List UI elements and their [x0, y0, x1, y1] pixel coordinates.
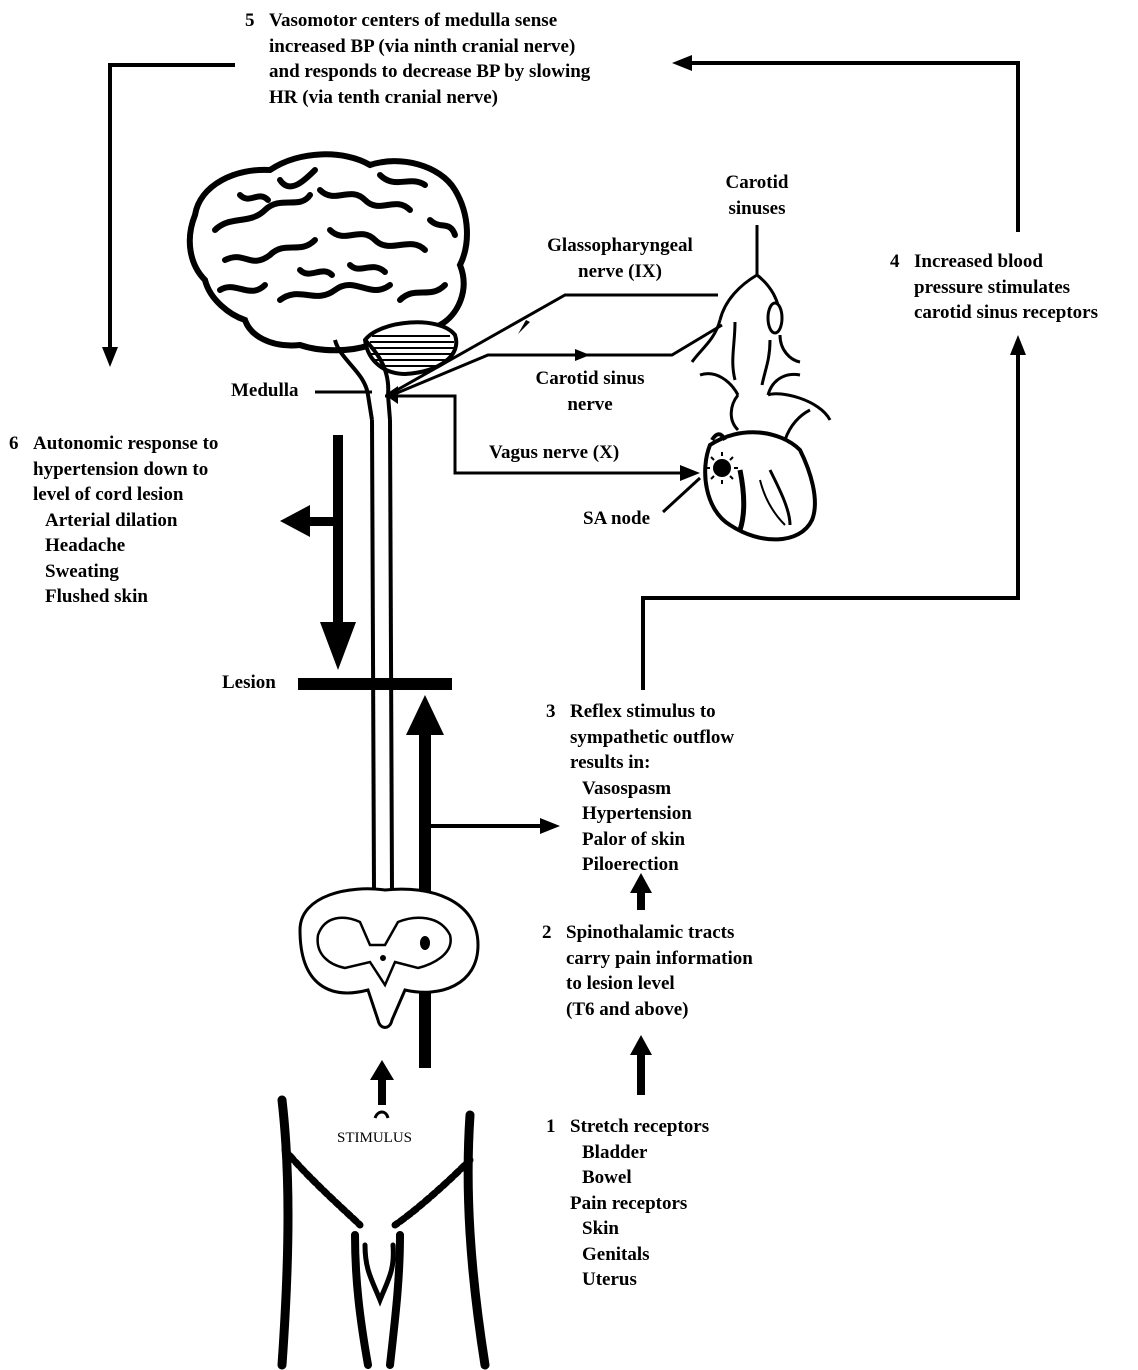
step-4-line-3: carotid sinus receptors: [890, 300, 1098, 326]
step-5-number: 5: [245, 8, 269, 34]
arrow-2-to-3: [630, 873, 652, 910]
step-1-item-genitals: Genitals: [546, 1242, 709, 1268]
step-1-number: 1: [546, 1114, 570, 1140]
step-1-stretch-receptors: Stretch receptors: [570, 1116, 709, 1137]
step-1-item-skin: Skin: [546, 1216, 709, 1242]
stimulus-label: STIMULUS: [337, 1129, 412, 1147]
ascending-arrow: [406, 695, 560, 1068]
loop-arrow-3-to-4: [643, 352, 1018, 690]
lesion-bar: [298, 678, 452, 690]
step-4-line-1: Increased blood: [914, 251, 1043, 272]
step-6-line-3: level of cord lesion: [9, 482, 218, 508]
spinal-cord-lines: [372, 420, 392, 890]
step-3-item-4: Piloerection: [546, 852, 734, 878]
step-6-item-3: Sweating: [9, 559, 218, 585]
glossopharyngeal-label-line-1: Glassopharyngeal: [520, 233, 720, 259]
step-1-item-uterus: Uterus: [546, 1267, 709, 1293]
step-3-item-3: Palor of skin: [546, 827, 734, 853]
step-5-line-4: HR (via tenth cranial nerve): [245, 85, 590, 111]
stimulus-arrow: [370, 1060, 394, 1118]
step-1-item-bladder: Bladder: [546, 1140, 709, 1166]
step-6-item-1: Arterial dilation: [9, 508, 218, 534]
medulla-label: Medulla: [231, 378, 299, 404]
carotid-sinus-nerve-label-line-2: nerve: [510, 392, 670, 418]
lesion-label: Lesion: [222, 670, 276, 696]
sa-node-label: SA node: [583, 506, 650, 532]
step-3-line-1: Reflex stimulus to: [570, 701, 716, 722]
descending-arrow: [280, 435, 356, 670]
carotid-sinuses-label-line-1: Carotid: [712, 170, 802, 196]
step-2-line-2: carry pain information: [542, 946, 753, 972]
step-3-item-2: Hypertension: [546, 801, 734, 827]
carotid-sinuses-label-line-2: sinuses: [712, 196, 802, 222]
step-4-line-2: pressure stimulates: [890, 275, 1098, 301]
step-4-number: 4: [890, 249, 914, 275]
step-6-number: 6: [9, 431, 33, 457]
glossopharyngeal-label: Glassopharyngeal nerve (IX): [520, 233, 720, 284]
vagus-nerve-label: Vagus nerve (X): [489, 440, 619, 466]
spinal-cord-cross-section: [300, 889, 478, 1028]
step-3-item-1: Vasospasm: [546, 776, 734, 802]
step-3-line-3: results in:: [546, 750, 734, 776]
carotid-sinus-nerve-label-line-1: Carotid sinus: [510, 366, 670, 392]
step-5-line-1: Vasomotor centers of medulla sense: [269, 10, 557, 31]
step-6-item-4: Flushed skin: [9, 584, 218, 610]
carotid-sinus-nerve-label: Carotid sinus nerve: [510, 366, 670, 417]
step-3-number: 3: [546, 699, 570, 725]
step-3-line-2: sympathetic outflow: [546, 725, 734, 751]
sa-node-pointer: [663, 478, 700, 512]
step-1-pain-receptors: Pain receptors: [546, 1191, 709, 1217]
step-2-line-3: to lesion level: [542, 971, 753, 997]
step-6-item-2: Headache: [9, 533, 218, 559]
step-2-number: 2: [542, 920, 566, 946]
step-2-line-1: Spinothalamic tracts: [566, 922, 734, 943]
glossopharyngeal-label-line-2: nerve (IX): [520, 259, 720, 285]
carotid-sinuses-label: Carotid sinuses: [712, 170, 802, 221]
step-1-item-bowel: Bowel: [546, 1165, 709, 1191]
step-2-line-4: (T6 and above): [542, 997, 753, 1023]
step-6-line-1: Autonomic response to: [33, 433, 218, 454]
arrow-1-to-2: [630, 1035, 652, 1095]
step-5-line-3: and responds to decrease BP by slowing: [245, 59, 590, 85]
step-5-line-2: increased BP (via ninth cranial nerve): [245, 34, 590, 60]
step-6-line-2: hypertension down to: [9, 457, 218, 483]
